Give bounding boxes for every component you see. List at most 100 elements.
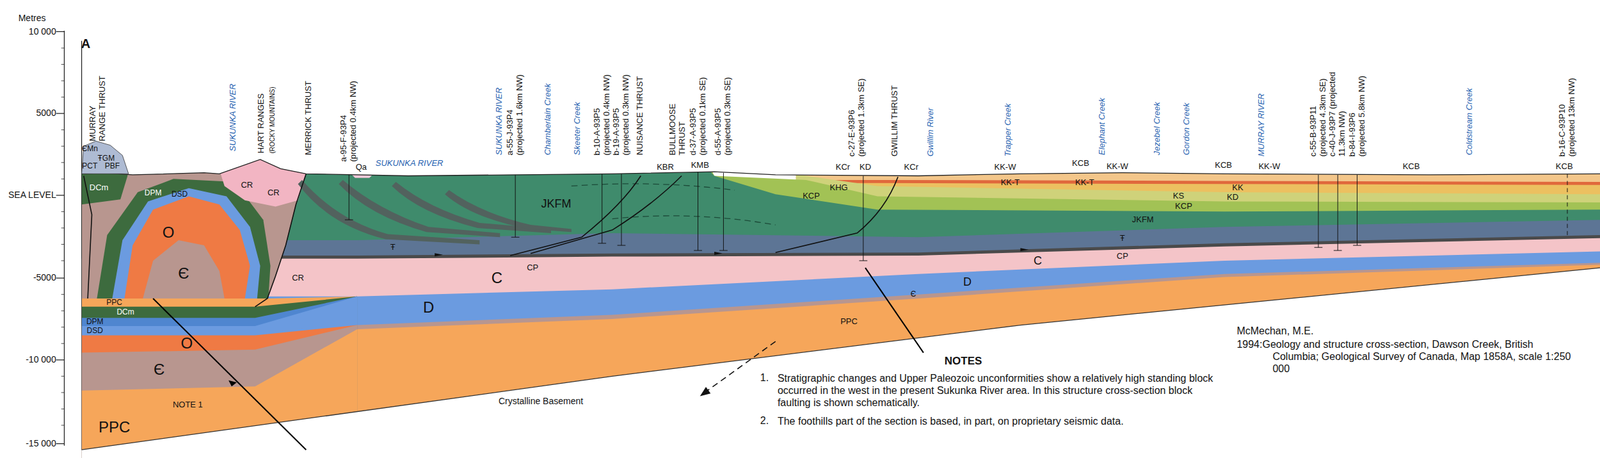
thrust-arrows [1020,247,1029,251]
well-lines [511,174,520,237]
unit-label: KCP [1175,201,1193,212]
well-label: d-55-A-93P5 (projected 0.3km SE) [714,76,733,156]
thrust-faults [255,173,307,306]
unit-label: O [162,224,175,242]
well-lines [1566,173,1568,237]
unit-label: PCT [81,161,98,171]
unit-label: KCB [1214,160,1232,171]
unit-label: KK-W [1106,161,1129,172]
unit-label: KS [1173,191,1184,201]
well-label: b-19-A-93P5 (projected 0.3km NW) [611,74,631,156]
unit-label: DSD [171,190,188,199]
well-label: MURRAY RANGE THRUST [88,74,108,141]
thrust-faults [83,173,898,306]
unit-label: DPM [144,188,162,198]
well-label: BULLMOOSE THRUST [668,110,687,156]
strata [81,234,1600,458]
unit-label: DCm [89,183,109,193]
unit-label: KCr [835,162,850,173]
strata [81,251,1600,458]
unit-label: CR [291,273,304,283]
unit-label: CR [240,180,253,191]
unit-label: DPM [86,317,104,326]
strata [81,264,1600,458]
well-lines [617,173,626,246]
unit-label: KK-T [1000,177,1021,188]
notes-heading: NOTES [944,354,983,367]
thrust-faults [510,176,641,256]
note-number: 1. [760,371,769,384]
unit-label: Є [153,360,165,379]
unit-label: NOTE 1 [172,400,203,410]
structure-label: NUISANCE THRUST [634,76,645,155]
imbricate-slices [444,190,572,232]
form-lines [571,183,735,191]
thrust-arrows [714,251,723,255]
axis-title: Metres [18,13,47,24]
note-text: Stratigraphic changes and Upper Paleozoi… [777,371,1226,409]
well-lines [693,171,703,251]
thrust-faults [530,176,682,254]
strata [81,152,307,299]
axis-label: 10 000 [28,26,57,38]
citation-text: 1994:Geology and structure cross-section… [1236,337,1576,375]
unit-label: PPC [98,418,130,436]
well-lines [1314,174,1323,248]
well-label: c-27-E-93P6 (projected 1.3km SE) [848,77,867,157]
form-lines [612,215,776,225]
unit-label: Ŧ [1120,233,1126,244]
strata [81,152,1600,458]
well-label: a-55-J-93P4 (projected 1.6km NW) [506,74,525,156]
well-label: b-16-C-93P10 (projected 13km NW) [1557,77,1577,157]
citation-author: McMechan, M.E. [1236,325,1314,337]
unit-label: Ŧ [390,242,396,253]
unit-label: PBF [104,161,120,171]
river-label: Chamberlain Creek [543,83,553,156]
structure-label: GWILLIM THRUST [890,85,900,157]
section-letter: A [81,36,91,51]
unit-label: Qa [355,162,367,173]
basement-label: Crystalline Basement [498,396,584,407]
unit-label: KCB [1072,158,1090,169]
well-lines [1352,174,1362,246]
well-lines [344,171,1568,261]
unit-label: KK-W [1258,161,1280,172]
unit-label: CP [1116,251,1129,262]
dashed-fault-arrowhead [700,386,712,397]
unit-label: KD [859,162,872,173]
strata [112,188,260,299]
unit-label: DCm [116,307,134,317]
note-number: 2. [760,414,769,427]
river-label: Trapper Creek [1003,103,1014,157]
river-label: Gordon Creek [1182,103,1192,156]
thrust-faults [775,176,898,253]
unit-label: C [491,269,503,287]
thrust-faults [83,176,93,299]
unit-label: ŦGM [97,154,115,163]
note-text: The foothills part of the section is bas… [777,414,1226,427]
unit-label: KCr [904,162,919,173]
well-lines [858,176,868,261]
depth-axis [56,31,65,443]
strata [81,262,1600,458]
unit-label: KK-W [993,162,1016,173]
well-lines [344,174,354,220]
imbricate-slices [298,179,572,245]
unit-label: JKFM [1132,215,1154,225]
depth-axis [61,48,65,425]
depth-axis [64,30,65,446]
unit-label: KCP [802,191,820,201]
unit-label: KMB [691,160,710,171]
river-label: SUKUNKA RIVER [227,83,238,152]
river-label: SUKUNKA RIVER [494,87,504,156]
range-label: (ROCKY MOUNTAINS) [268,86,276,153]
thrust-arrows [434,252,443,256]
river-label: Jezebel Creek [1152,101,1163,155]
unit-label: KCB [1555,161,1574,172]
klippe-peak [81,140,129,174]
river-label: SUKUNKA RIVER [375,158,444,169]
thrust-arrows [434,247,1029,256]
well-label: d-37-A-93P5 (projected 0.1km SE) [688,76,708,156]
unit-label: D [963,275,972,288]
unit-label: KCB [1402,161,1421,172]
